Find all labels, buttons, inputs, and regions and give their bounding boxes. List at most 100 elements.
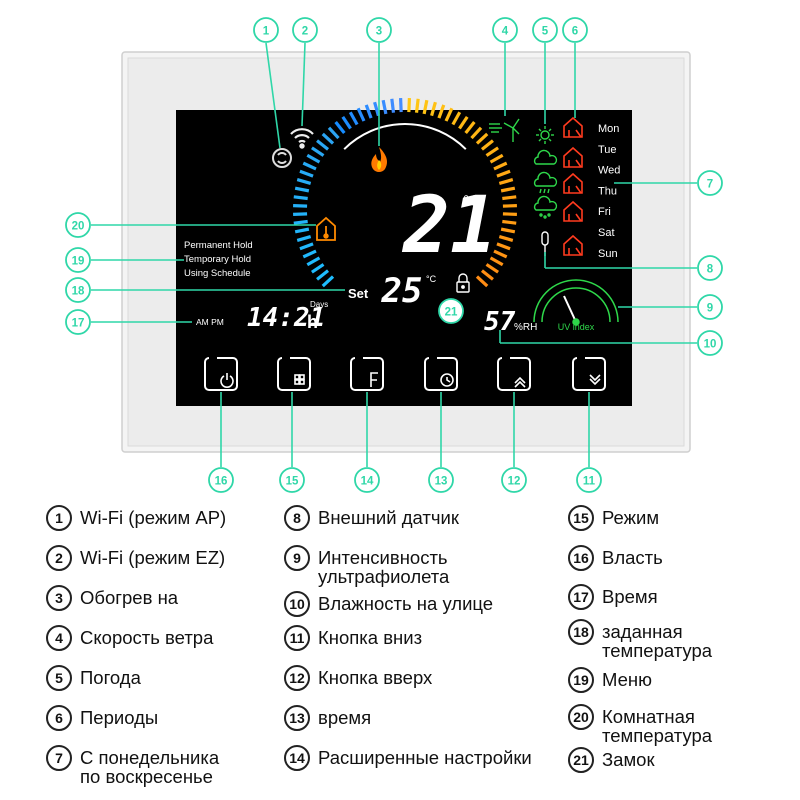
legend-item-17: 17 Время — [568, 584, 658, 610]
day-sat: Sat — [598, 227, 615, 239]
legend-text-line1: Кнопка вверх — [318, 667, 433, 688]
dial-segment — [489, 256, 504, 267]
dial-segment — [500, 227, 516, 234]
period-icon — [563, 200, 583, 222]
button-power[interactable] — [204, 357, 238, 391]
legend-text-line1: заданная — [602, 621, 683, 642]
humidity-unit: %RH — [514, 322, 537, 333]
power-icon — [220, 373, 234, 388]
callout-circle-12 — [501, 467, 527, 493]
dial-segment — [316, 269, 330, 281]
dial-segment — [327, 126, 340, 140]
weather-icons — [533, 126, 558, 219]
callout-circle-2 — [292, 17, 318, 43]
dial-segment — [502, 195, 517, 201]
dial-segment — [356, 107, 366, 122]
legend-number: 7 — [46, 745, 72, 771]
dial-segment — [502, 219, 517, 225]
heating-flame-icon — [371, 147, 387, 172]
day-thu: Thu — [598, 185, 617, 197]
legend-number: 17 — [568, 584, 594, 610]
legend-number: 16 — [568, 545, 594, 571]
legend-number: 8 — [284, 505, 310, 531]
cloud-icon — [533, 149, 558, 165]
callout-line-1 — [265, 42, 281, 149]
room-temperature-icon — [316, 216, 336, 241]
callout-number-6: 6 — [572, 26, 578, 38]
legend-number: 9 — [284, 545, 310, 571]
legend-number: 10 — [284, 591, 310, 617]
legend-number: 15 — [568, 505, 594, 531]
legend-number: 6 — [46, 705, 72, 731]
legend-number: 19 — [568, 667, 594, 693]
legend-text-line1: Время — [602, 586, 658, 607]
wifi-ez-icon — [290, 128, 314, 149]
legend-text: Внешний датчик — [318, 505, 459, 527]
dial-segment — [321, 275, 335, 288]
legend-number: 1 — [46, 505, 72, 531]
day-sun: Sun — [598, 248, 618, 260]
day-tue: Tue — [598, 144, 617, 156]
chevron-up-icon — [514, 376, 526, 388]
callout-circle-21 — [438, 298, 464, 324]
uv-index-gauge — [533, 279, 619, 326]
callout-circle-5 — [532, 17, 558, 43]
button-chevron-down[interactable] — [572, 357, 606, 391]
day-mon: Mon — [598, 123, 619, 135]
button-chevron-up[interactable] — [497, 357, 531, 391]
callout-number-1: 1 — [263, 26, 270, 38]
dial-segment — [493, 249, 508, 259]
legend-text: Wi-Fi (режим AP) — [80, 505, 226, 527]
room-temperature-unit: °C — [463, 193, 481, 210]
button-f[interactable] — [350, 357, 384, 391]
callout-number-14: 14 — [361, 476, 374, 488]
menu-permanent-hold: Permanent Hold — [184, 240, 253, 251]
menu-temporary-hold: Temporary Hold — [184, 254, 251, 265]
menu-using-schedule: Using Schedule — [184, 268, 251, 279]
dial-segment — [485, 263, 500, 274]
clock-hour-unit: h — [307, 312, 318, 332]
callout-circle-19 — [65, 247, 91, 273]
dial-segment — [399, 98, 403, 113]
dial-segment — [502, 212, 517, 216]
callout-circle-4 — [492, 17, 518, 43]
dial-segment — [306, 153, 321, 164]
legend-text: Погода — [80, 665, 141, 687]
callout-number-21: 21 — [445, 307, 458, 319]
dial-segment — [407, 98, 411, 113]
button-clock[interactable] — [424, 357, 458, 391]
button-grid[interactable] — [277, 357, 311, 391]
dial-segment — [464, 121, 476, 135]
legend-text-line1: Wi-Fi (режим AP) — [80, 507, 227, 528]
set-temperature-unit: °C — [426, 274, 437, 284]
callout-number-9: 9 — [707, 303, 713, 315]
legend-number: 11 — [284, 625, 310, 651]
legend-text-line2: по воскресенье — [80, 766, 213, 787]
dial-segment — [310, 146, 325, 157]
legend-text: Власть — [602, 545, 663, 567]
legend-item-8: 8 Внешний датчик — [284, 505, 459, 531]
dial-segment — [444, 107, 454, 122]
period-icon — [563, 234, 583, 256]
legend-number: 12 — [284, 665, 310, 691]
callout-number-3: 3 — [376, 26, 382, 38]
uv-index-label: UV index — [558, 322, 595, 332]
mode-menu: Permanent Hold Temporary Hold Using Sche… — [184, 240, 253, 279]
legend-number: 3 — [46, 585, 72, 611]
callout-number-2: 2 — [302, 26, 308, 38]
legend-text: Обогрев на — [80, 585, 178, 607]
dial-segment — [316, 139, 330, 151]
